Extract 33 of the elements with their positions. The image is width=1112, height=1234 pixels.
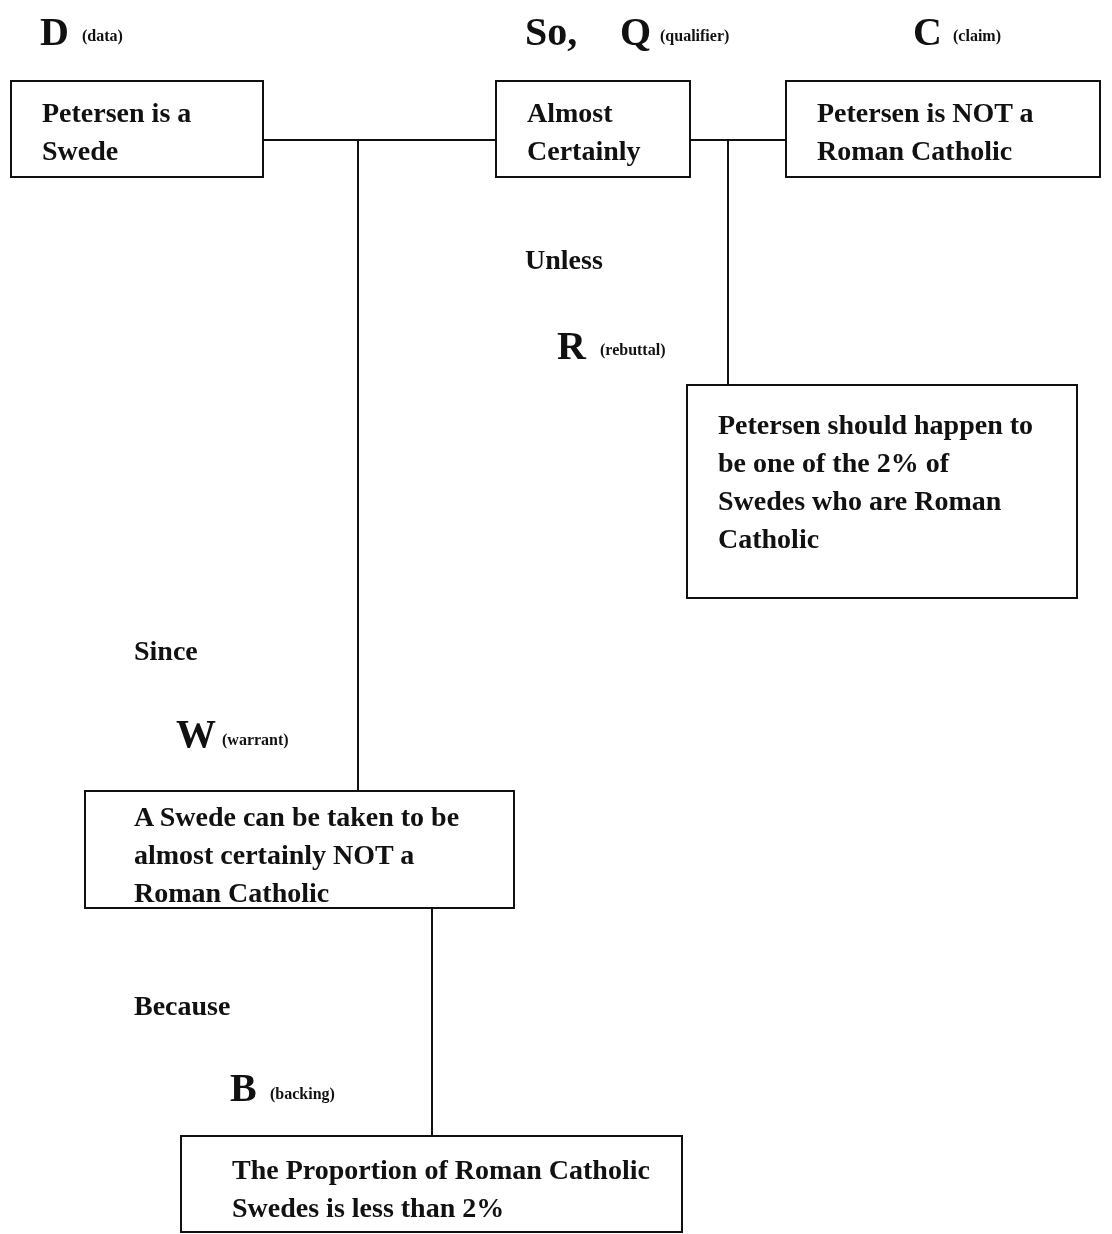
box-text: Petersen should happen to be one of the 2% of Swedes who are Roman Catholic xyxy=(718,408,1035,556)
text-box xyxy=(10,80,264,178)
box-text: Almost Certainly xyxy=(527,96,642,168)
component-letter: Q xyxy=(620,12,652,52)
text-box xyxy=(785,80,1101,178)
component-letter: B xyxy=(230,1068,257,1108)
connective-word: Unless xyxy=(525,246,603,274)
box-text: The Proportion of Roman Catholic Swedes is less than 2% xyxy=(232,1153,651,1225)
text-box xyxy=(495,80,691,178)
text-box xyxy=(686,384,1078,599)
box-text: Petersen is a Swede xyxy=(42,96,192,168)
component-name: (claim) xyxy=(953,28,1001,44)
component-name: (rebuttal) xyxy=(600,342,666,358)
connector-line xyxy=(357,139,359,791)
component-name: (warrant) xyxy=(222,732,289,748)
connective-word: Because xyxy=(134,992,231,1020)
component-letter: D xyxy=(40,12,69,52)
text-box xyxy=(84,790,515,909)
connector-line xyxy=(690,139,786,141)
box-text: Petersen is NOT a Roman Catholic xyxy=(817,96,1035,168)
text-box xyxy=(180,1135,683,1233)
component-letter: So, xyxy=(525,12,578,52)
component-name: (qualifier) xyxy=(660,28,730,44)
box-text: A Swede can be taken to be almost certainly NOT a Roman Catholic xyxy=(134,800,461,910)
component-letter: R xyxy=(557,326,586,366)
connector-line xyxy=(431,908,433,1136)
connective-word: Since xyxy=(134,637,198,665)
component-letter: W xyxy=(176,714,216,754)
connector-line xyxy=(727,139,729,385)
component-letter: C xyxy=(913,12,942,52)
component-name: (data) xyxy=(82,28,123,44)
connector-line xyxy=(263,139,496,141)
component-name: (backing) xyxy=(270,1086,335,1102)
